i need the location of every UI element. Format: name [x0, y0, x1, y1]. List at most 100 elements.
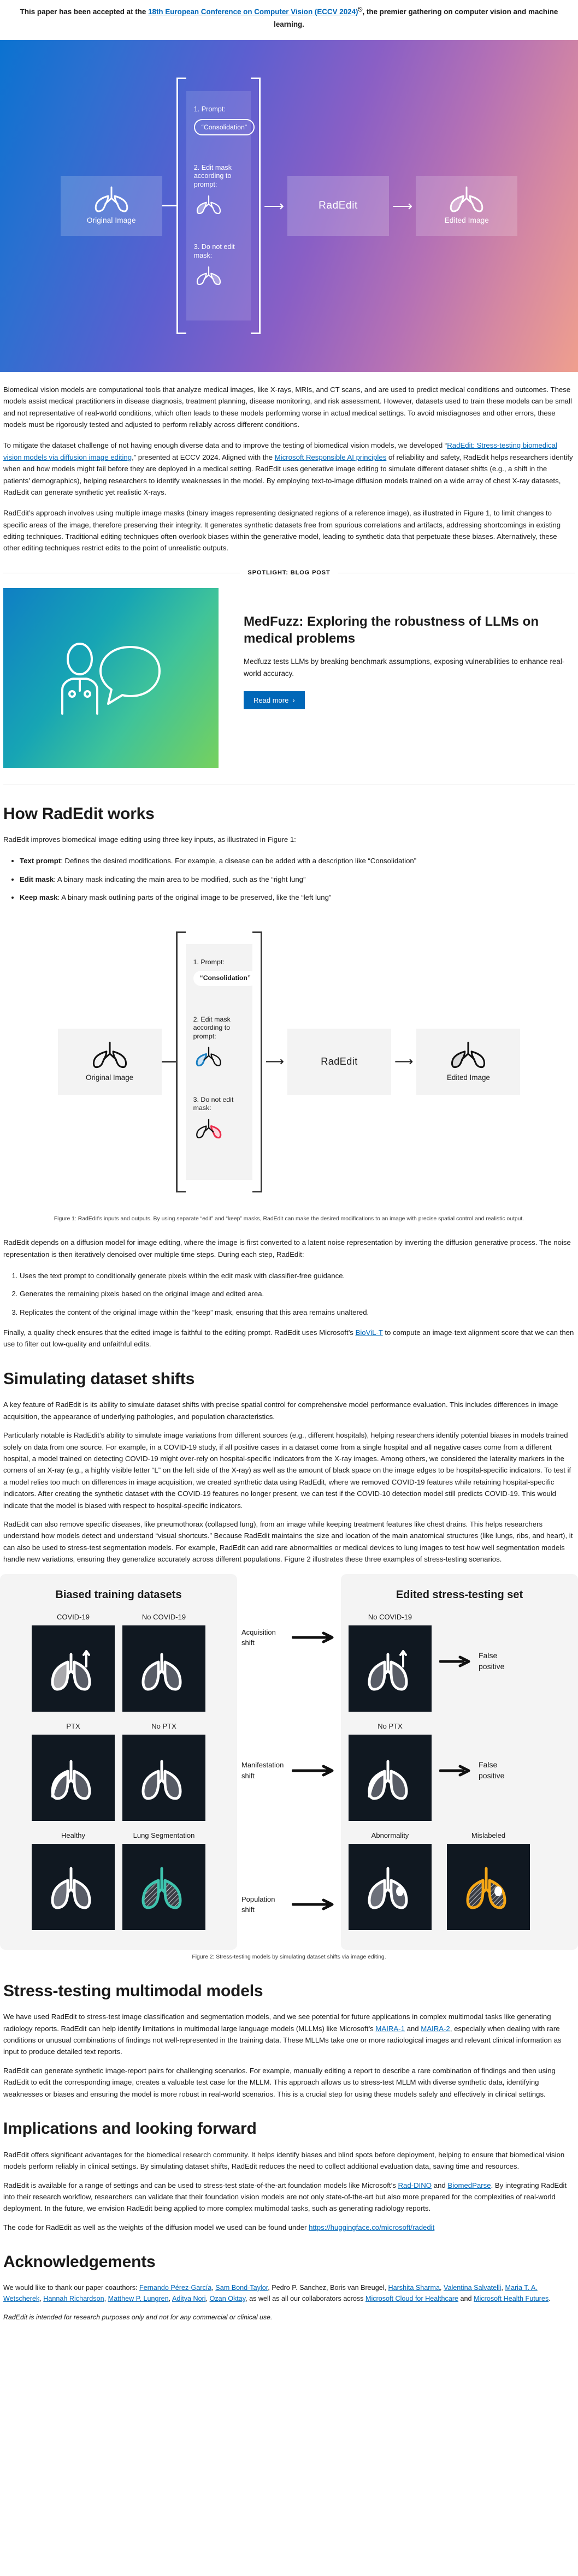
huggingface-link[interactable]: https://huggingface.co/microsoft/radedit — [309, 2223, 435, 2231]
fig2-shift-population: Population shift — [241, 1894, 337, 1915]
fig2-left-panel: Biased training datasets COVID-19 No — [0, 1574, 237, 1950]
author-link[interactable]: Valentina Salvatelli — [444, 2283, 502, 2292]
maira-1-link[interactable]: MAIRA-1 — [375, 2024, 405, 2033]
author-link[interactable]: Matthew P. Lungren — [108, 2295, 169, 2303]
hero-radedit-tile: RadEdit — [287, 175, 389, 236]
hero-bracket-right — [250, 77, 261, 334]
xray-thumbnail — [349, 1844, 432, 1931]
lungs-no-ptx-icon — [141, 1760, 182, 1800]
hero-step2-title: 2. Edit mask according to prompt: — [193, 163, 232, 189]
xray-thumbnail — [349, 1735, 432, 1821]
lungs-healthy-icon — [51, 1867, 91, 1909]
acknowledgements-paragraph: We would like to thank our paper coautho… — [3, 2283, 551, 2303]
health-futures-link[interactable]: Microsoft Health Futures — [474, 2295, 549, 2303]
fig2-label: Abnormality — [371, 1831, 409, 1840]
spotlight-text: MedFuzz: Exploring the robustness of LLM… — [219, 588, 575, 768]
intro-p2-b: ,” presented at ECCV 2024. Aligned with … — [132, 453, 275, 461]
ack-intro: We would like to thank our paper coautho… — [3, 2283, 139, 2292]
how-it-works-section: RadEdit improves biomedical image editin… — [0, 834, 578, 904]
implications-section: RadEdit offers significant advantages fo… — [0, 2149, 578, 2234]
fig2-right-title: Edited stress-testing set — [396, 1588, 523, 1601]
bullet-term: Edit mask — [20, 875, 54, 883]
acknowledgements-section: We would like to thank our paper coautho… — [0, 2282, 578, 2323]
imp-p2-b: . By integrating RadEdit into their rese… — [3, 2181, 567, 2213]
hero-edited-label: Edited Image — [444, 216, 489, 224]
fig2-outcome-acquisition: False positive — [439, 1611, 512, 1712]
lungs-edited-icon — [451, 1041, 486, 1068]
lungs-edit-mask-icon — [196, 1047, 221, 1067]
hero-original-image-tile: Original Image — [60, 175, 162, 236]
fig1-original-image-tile: Original Image — [57, 1028, 162, 1095]
intro-section: Biomedical vision models are computation… — [0, 372, 578, 554]
fig2-row-acquisition-edited: No COVID-19 False positive — [349, 1611, 570, 1712]
arrow-right-icon — [292, 1898, 334, 1910]
implications-paragraph-1: RadEdit offers significant advantages fo… — [3, 2150, 565, 2170]
read-more-label: Read more — [253, 696, 289, 705]
imp-p2-mid: and — [432, 2181, 448, 2189]
cloud-healthcare-link[interactable]: Microsoft Cloud for Healthcare — [365, 2295, 459, 2303]
fig2-cell: COVID-19 — [32, 1611, 115, 1712]
fig2-cell: No COVID-19 — [122, 1611, 205, 1712]
fig2-shift-manifestation: Manifestation shift — [241, 1760, 337, 1781]
author-link[interactable]: Fernando Pérez-García — [139, 2283, 212, 2292]
author-plain: Pedro P. Sanchez — [272, 2283, 327, 2292]
acknowledgements-heading: Acknowledgements — [3, 2253, 156, 2271]
maira-2-link[interactable]: MAIRA-2 — [421, 2024, 450, 2033]
figure-2: Biased training datasets COVID-19 No — [0, 1574, 578, 1950]
fig2-cell: Abnormality — [349, 1830, 432, 1931]
lungs-segmentation-icon — [141, 1867, 182, 1909]
fig1-step3-title: 3. Do not edit mask: — [193, 1095, 234, 1112]
intro-paragraph-1: Biomedical vision models are computation… — [3, 385, 572, 429]
fig2-shift-label: Manifestation shift — [241, 1761, 284, 1780]
biomedparse-link[interactable]: BiomedParse — [447, 2181, 491, 2189]
rad-dino-link[interactable]: Rad-DINO — [398, 2181, 432, 2189]
fig1-radedit-tile: RadEdit — [287, 1028, 391, 1095]
fig1-arrow-1-icon: ⟶ — [265, 1054, 284, 1069]
xray-thumbnail — [32, 1625, 115, 1712]
fig2-shift-label: Acquisition shift — [241, 1628, 276, 1647]
dataset-shifts-paragraph-1: A key feature of RadEdit is its ability … — [3, 1400, 558, 1421]
xray-thumbnail — [122, 1844, 205, 1931]
hero-steps-panel: 1. Prompt: “Consolidation” 2. Edit mask … — [186, 91, 255, 320]
lungs-keep-mask-icon — [196, 266, 221, 285]
xray-thumbnail — [349, 1625, 432, 1712]
external-link-icon: ⎋ — [358, 7, 363, 13]
biovil-t-link[interactable]: BioViL-T — [355, 1328, 383, 1337]
fig2-shift-label: Population shift — [241, 1895, 275, 1914]
intro-p2-c: of reliability and safety, RadEdit helps… — [3, 453, 573, 496]
lungs-no-covid-icon — [141, 1653, 182, 1691]
fig1-step1-title: 1. Prompt: — [193, 958, 225, 966]
fig2-row-acquisition-training: COVID-19 No COVID-19 — [8, 1611, 229, 1712]
lungs-no-covid-edited-icon — [368, 1650, 408, 1691]
author-link[interactable]: Ozan Oktay — [209, 2295, 246, 2303]
fig2-cell: No PTX — [349, 1720, 432, 1821]
hero-step3-title: 3. Do not edit mask: — [193, 243, 235, 260]
author-link[interactable]: Sam Bond-Taylor — [215, 2283, 268, 2292]
responsible-ai-link[interactable]: Microsoft Responsible AI principles — [274, 453, 387, 461]
eccv-link[interactable]: 18th European Conference on Computer Vis… — [148, 8, 358, 16]
spotlight-title: MedFuzz: Exploring the robustness of LLM… — [244, 614, 539, 646]
final-b: to compute an image-text alignment score… — [3, 1328, 574, 1349]
read-more-button[interactable]: Read more› — [244, 691, 305, 710]
spotlight-description: Medfuzz tests LLMs by breaking benchmark… — [244, 657, 565, 678]
fig2-shift-acquisition: Acquisition shift — [241, 1627, 337, 1648]
fig2-label: No COVID-19 — [368, 1613, 412, 1621]
figure-1: Original Image 1. Prompt: “Consolidation… — [0, 912, 578, 1212]
fig2-shift-arrows: Acquisition shift Manifestation shift Po… — [237, 1574, 341, 1950]
multimodal-heading: Stress-testing multimodal models — [3, 1981, 263, 2000]
lungs-covid-icon — [51, 1650, 91, 1691]
ack-suffix: , as well as all our collaborators acros… — [245, 2295, 365, 2303]
author-link[interactable]: Maria T. A. Wetscherek — [3, 2283, 538, 2303]
implications-paragraph-3: The code for RadEdit as well as the weig… — [3, 2222, 575, 2233]
author-link[interactable]: Hannah Richardson — [43, 2295, 104, 2303]
fig1-bracket-left — [175, 931, 186, 1192]
bullet-text: : A binary mask outlining parts of the o… — [57, 893, 332, 902]
spotlight-card[interactable]: MedFuzz: Exploring the robustness of LLM… — [0, 587, 578, 768]
mm-p1-a: We have used RadEdit to stress-test imag… — [3, 2013, 551, 2033]
xray-thumbnail — [32, 1844, 115, 1931]
author-link[interactable]: Harshita Sharma — [388, 2283, 440, 2292]
bullet-text: : A binary mask indicating the main area… — [54, 875, 306, 883]
radedit-paper-link[interactable]: RadEdit: Stress-testing biomedical visio… — [3, 441, 557, 461]
fig1-prompt-pill: “Consolidation” — [193, 971, 258, 986]
author-link[interactable]: Aditya Nori — [172, 2295, 206, 2303]
